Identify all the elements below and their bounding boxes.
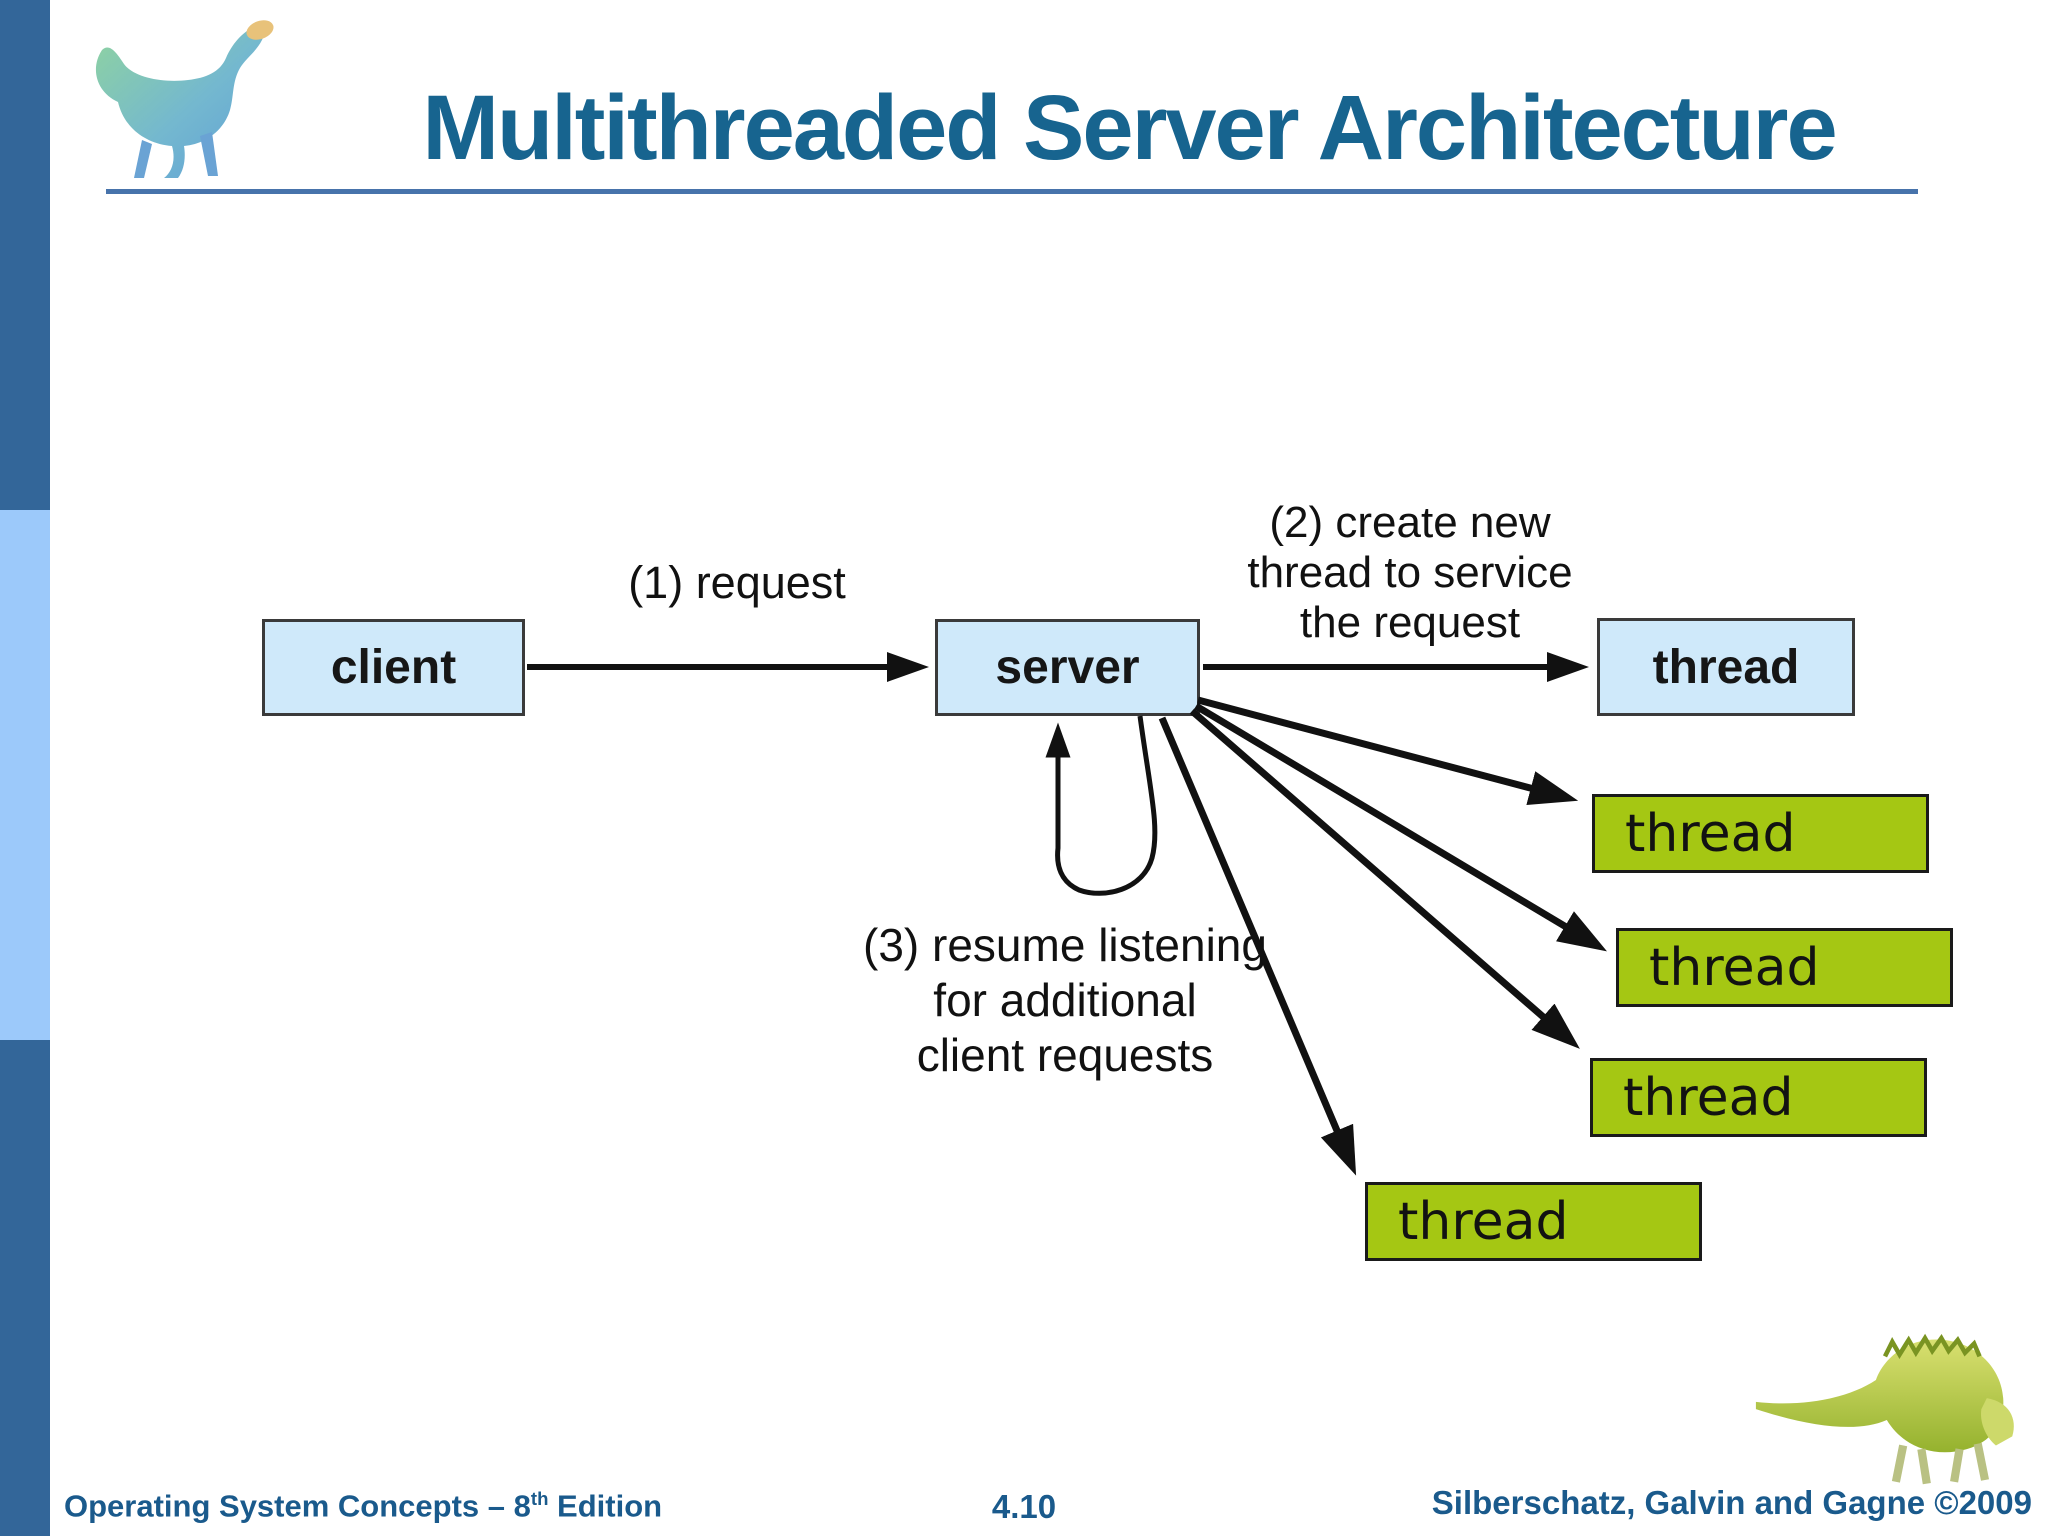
- label-step2-create-thread: (2) create new thread to service the req…: [1215, 498, 1605, 648]
- label-step2-line1: (2) create new: [1269, 498, 1551, 547]
- server-box: server: [935, 619, 1200, 716]
- footer-course-suffix: Edition: [548, 1488, 663, 1524]
- thread-box-green-2: thread: [1616, 928, 1953, 1007]
- footer-course-title: Operating System Concepts – 8th Edition: [64, 1488, 662, 1524]
- arrow-resume-loop: [1045, 715, 1158, 896]
- sidebar-stripe-middle: [0, 510, 50, 1040]
- label-step2-line3: the request: [1299, 598, 1521, 647]
- client-box: client: [262, 619, 525, 716]
- slide-number: 4.10: [991, 1488, 1057, 1525]
- thread-box-green-3: thread: [1590, 1058, 1927, 1137]
- label-step2-line2: thread to service: [1247, 548, 1573, 597]
- label-step1-request: (1) request: [628, 557, 846, 608]
- slide-title: Multithreaded Server Architecture: [422, 77, 1837, 179]
- arrow-server-to-green2: [1194, 702, 1608, 952]
- sidebar-stripe-bottom: [0, 1040, 50, 1536]
- title-underline: [106, 189, 1918, 194]
- arrow-server-to-green1: [1197, 696, 1579, 806]
- label-step3-line3: client requests: [916, 1029, 1214, 1081]
- label-step3-line2: for additional: [933, 974, 1197, 1026]
- dinosaur-logo-icon: [95, 20, 274, 179]
- thread-box-green-1: thread: [1592, 794, 1929, 873]
- label-step3-resume-listening: (3) resume listening for additional clie…: [840, 918, 1290, 1083]
- footer-course-superscript: th: [530, 1488, 549, 1509]
- footer-course-prefix: Operating System Concepts – 8: [64, 1488, 531, 1524]
- thread-box-green-4: thread: [1365, 1182, 1702, 1261]
- thread-box-blue: thread: [1597, 618, 1855, 716]
- dinosaur-icon: [1755, 1333, 2014, 1485]
- label-step3-line1: (3) resume listening: [863, 919, 1267, 971]
- footer-authors: Silberschatz, Galvin and Gagne ©2009: [1431, 1484, 2032, 1521]
- sidebar-stripe-top: [0, 0, 50, 510]
